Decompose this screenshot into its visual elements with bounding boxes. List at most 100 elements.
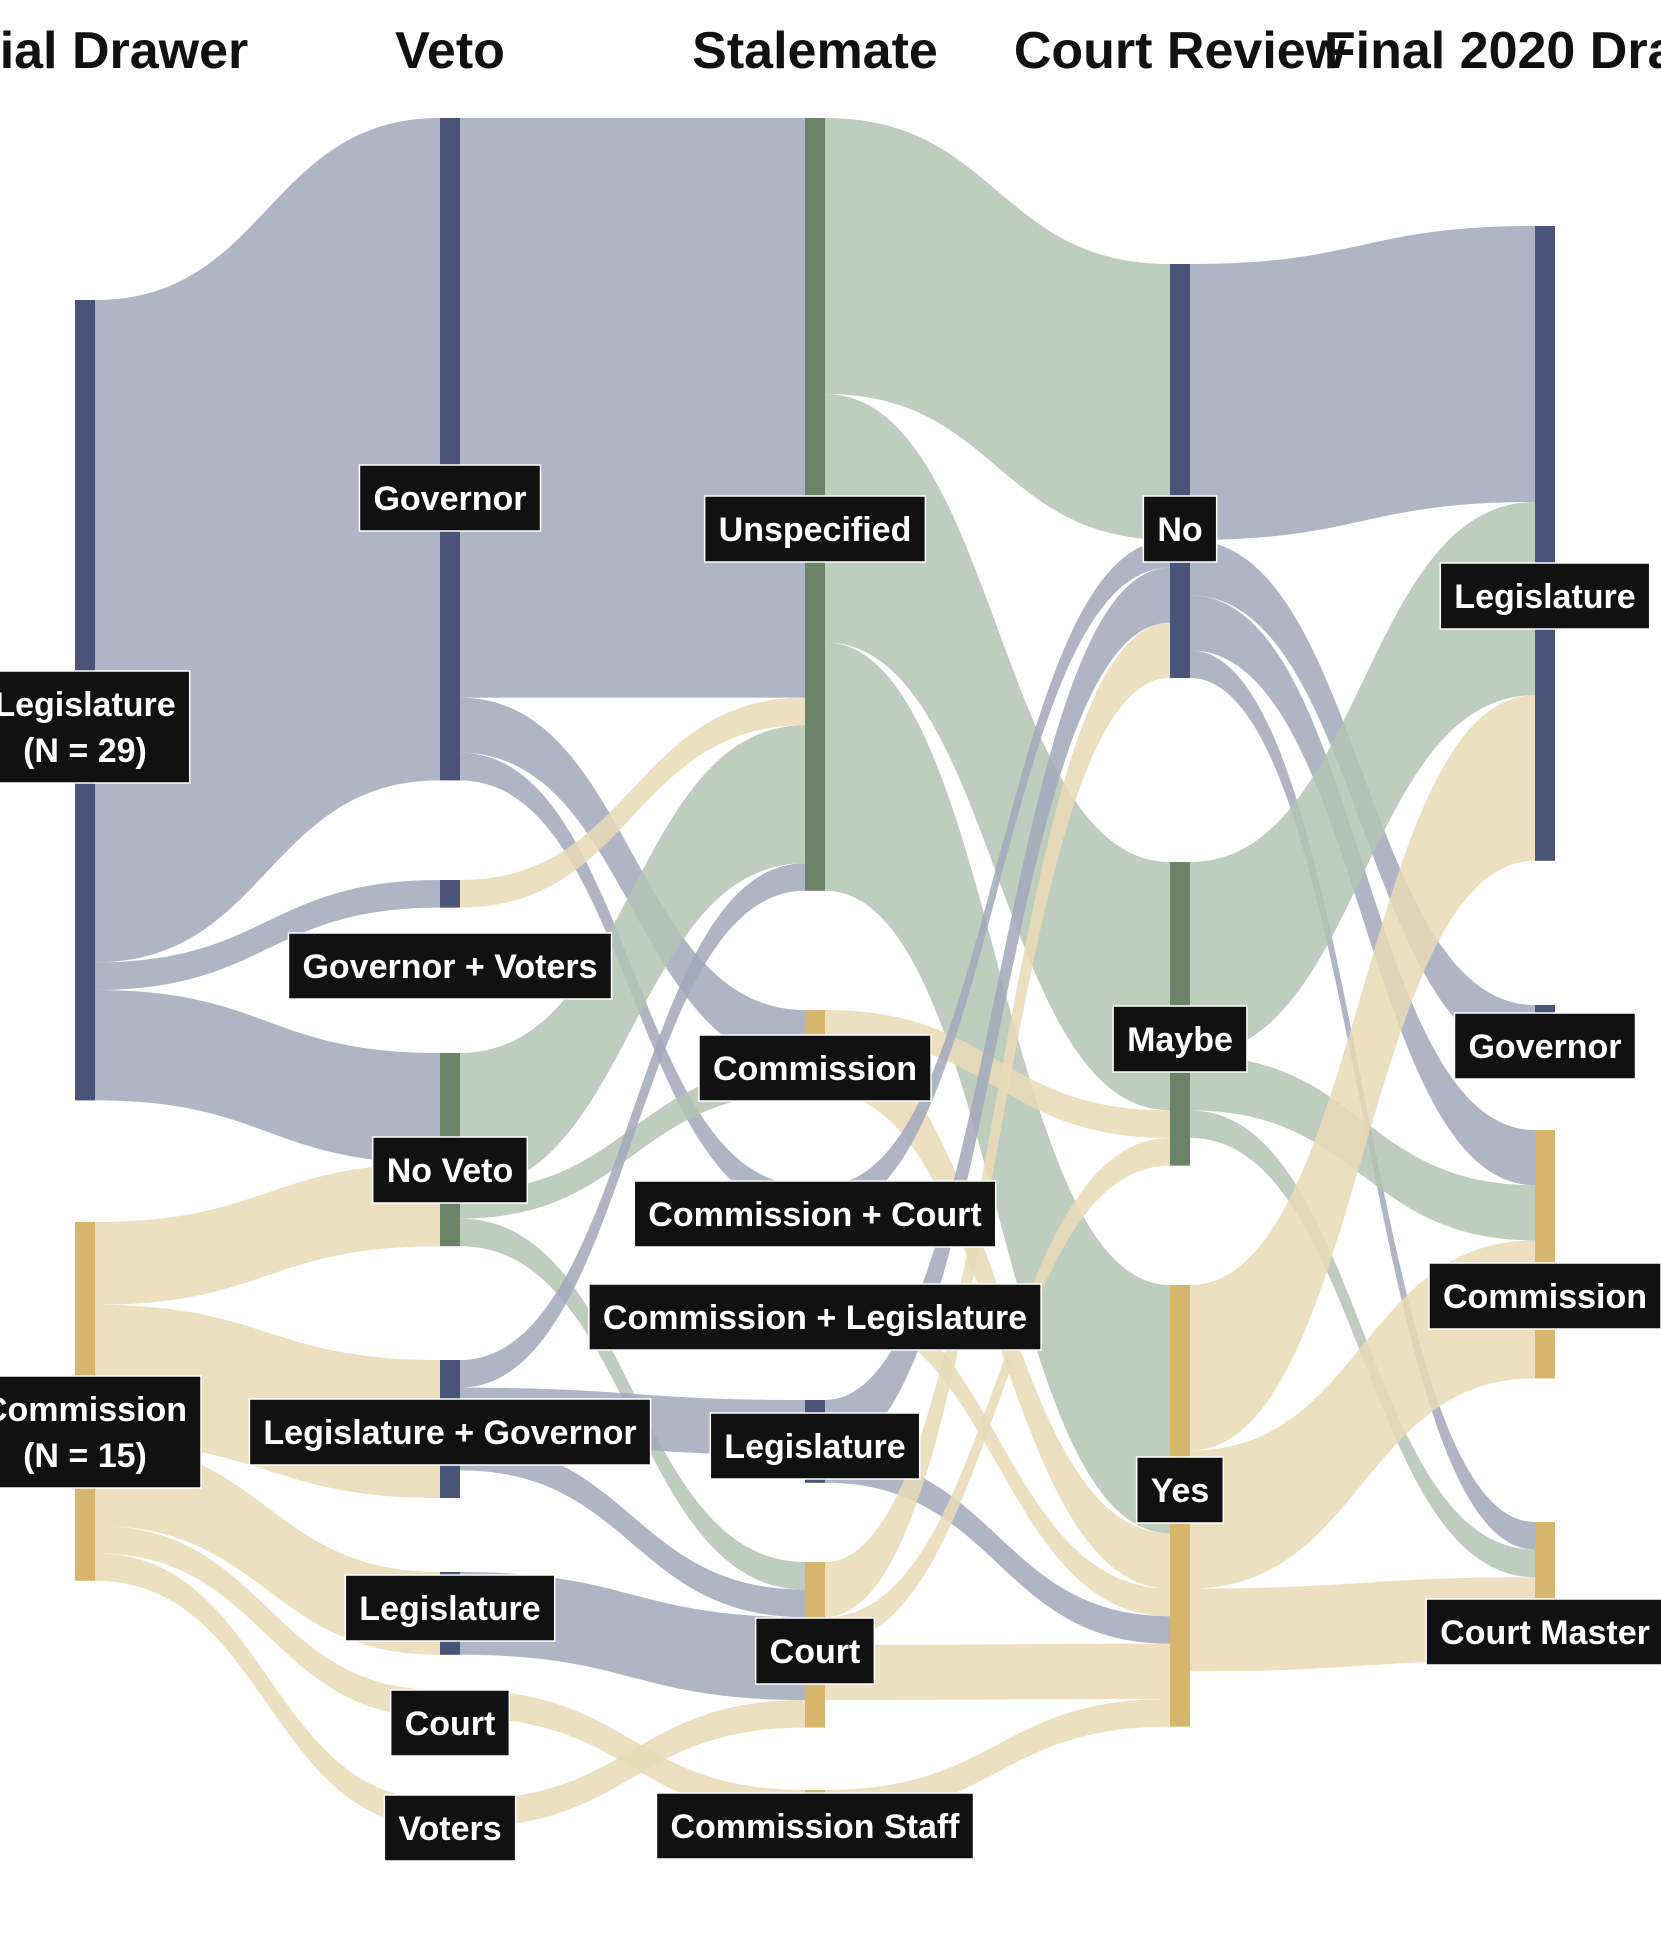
flow-cr_maybe-to-f_leg [1190, 502, 1535, 1056]
node-label-st_comcourt: Commission + Court [633, 1180, 997, 1248]
flow-st_unspec-to-cr_yes [825, 642, 1170, 1534]
node-label-box [1428, 1262, 1661, 1330]
flow-cr_yes-to-f_leg [1190, 695, 1535, 1451]
flow-st_unspec-to-cr_no [825, 118, 1170, 540]
flow-init_leg-to-veto_govvot [95, 880, 440, 990]
node-label-text: Commission Staff [670, 1808, 960, 1846]
node-label-text: Legislature [1454, 578, 1635, 616]
node-label-box [389, 1689, 511, 1757]
node-label-box [698, 1034, 932, 1102]
node-label-text: Commission [713, 1050, 917, 1088]
node-label-box [655, 1792, 975, 1860]
flow-cr_no-to-f_com [1190, 595, 1535, 1186]
node-label-text: Legislature [724, 1428, 905, 1466]
flow-st_comcourt-to-cr_no [825, 540, 1170, 1213]
node-label-box [371, 1136, 529, 1204]
node-label-box [1439, 562, 1651, 630]
flow-st_comleg-to-cr_yes [825, 1286, 1170, 1617]
node-label-f_leg: Legislature [1439, 562, 1651, 630]
flow-veto_govvot-to-st_unspec [460, 697, 805, 908]
node-label-box [287, 932, 613, 1000]
node-label-box [709, 1412, 921, 1480]
node-label-box [1453, 1012, 1637, 1080]
flow-st_court-to-cr_maybe [825, 1138, 1170, 1645]
node-label-text: Court Master [1440, 1614, 1650, 1652]
node-label-box [1135, 1456, 1225, 1524]
flow-veto_voters-to-st_court [460, 1700, 805, 1828]
node-label-text: Governor [1468, 1028, 1621, 1066]
flow-veto_leggov-to-st_unspec [460, 863, 805, 1388]
node-label-box [588, 1283, 1042, 1351]
node-label-box [1425, 1598, 1661, 1666]
node-label-text: Court [405, 1705, 496, 1743]
flow-st_court-to-cr_no [825, 622, 1170, 1618]
flow-st_court-to-cr_yes [825, 1643, 1170, 1700]
node-label-text: No Veto [387, 1152, 514, 1190]
stage-title: Initial Drawer [0, 22, 248, 80]
node-label-st_comleg: Commission + Legislature [588, 1283, 1042, 1351]
node-label-cr_yes: Yes [1135, 1456, 1225, 1524]
node-label-veto_court: Court [389, 1689, 511, 1757]
node-label-text: No [1157, 511, 1202, 549]
flow-veto_gov-to-st_unspec [460, 118, 805, 698]
node-label-text: Yes [1151, 1472, 1210, 1510]
stage-title: Veto [395, 22, 505, 80]
node-label-veto_govvot: Governor + Voters [287, 932, 613, 1000]
node-label-text: Voters [398, 1810, 501, 1848]
flow-veto_leggov-to-st_court [460, 1442, 805, 1618]
node-bar-f_com [1535, 1130, 1555, 1379]
node-label-st_com: Commission [698, 1034, 932, 1102]
node-label-box [754, 1617, 876, 1685]
node-label-box [248, 1398, 652, 1466]
node-label-box [1142, 495, 1218, 563]
node-label-st_leg: Legislature [709, 1412, 921, 1480]
flow-veto_none-to-st_unspec [460, 725, 805, 1191]
flow-cr_maybe-to-f_cm [1190, 1110, 1535, 1578]
node-bar-cr_no [1170, 264, 1190, 678]
flow-veto_gov-to-st_com [460, 697, 805, 1066]
node-label-veto_gov: Governor [358, 464, 542, 532]
node-label-box [344, 1574, 556, 1642]
node-label-veto_none: No Veto [371, 1136, 529, 1204]
flow-init_leg-to-veto_gov [95, 118, 440, 963]
node-label-text: Commission + Court [648, 1196, 981, 1234]
node-label-f_gov: Governor [1453, 1012, 1637, 1080]
flow-veto_none-to-st_com [460, 1065, 805, 1219]
node-label-init_com: Commission (N = 15) [0, 1375, 202, 1489]
node-label-text: (N = 15) [23, 1437, 147, 1475]
flow-init_com-to-veto_court [95, 1525, 440, 1718]
node-label-text: Unspecified [719, 511, 912, 549]
flow-st_comstaff-to-cr_yes [825, 1699, 1170, 1818]
node-labels: Legislature (N = 29) Commission (N = 15) Gov… [0, 464, 1661, 1862]
node-bar-veto_govvot [440, 880, 460, 908]
node-label-f_com: Commission [1428, 1262, 1661, 1330]
node-label-text: Legislature + Governor [263, 1414, 636, 1452]
stage-title: Court Review [1014, 22, 1347, 80]
flow-st_leg-to-cr_yes [825, 1455, 1170, 1644]
stage-title: Final 2020 Drawer [1324, 22, 1661, 80]
node-label-box [703, 495, 927, 563]
node-label-text: Commission [1443, 1278, 1647, 1316]
node-label-text: (N = 29) [23, 732, 147, 770]
node-label-text: Governor + Voters [302, 948, 597, 986]
flow-cr_no-to-f_leg [1190, 226, 1535, 540]
node-label-text: Commission [0, 1391, 187, 1429]
node-label-text: Governor [373, 480, 526, 518]
node-label-veto_leg: Legislature [344, 1574, 556, 1642]
node-label-st_unspec: Unspecified [703, 495, 927, 563]
node-label-veto_voters: Voters [383, 1794, 517, 1862]
node-label-text: Maybe [1127, 1021, 1233, 1059]
flow-init_com-to-veto_voters [95, 1553, 440, 1828]
node-label-text: Court [770, 1633, 861, 1671]
node-label-box [383, 1794, 517, 1862]
flow-st_leg-to-cr_no [825, 567, 1170, 1456]
node-label-box [0, 670, 191, 784]
node-label-f_cm: Court Master [1425, 1598, 1661, 1666]
node-label-box [633, 1180, 997, 1248]
node-label-veto_leggov: Legislature + Governor [248, 1398, 652, 1466]
flow-st_unspec-to-cr_maybe [825, 394, 1170, 1111]
flow-init_leg-to-veto_none [95, 990, 440, 1164]
node-label-cr_maybe: Maybe [1112, 1005, 1248, 1073]
node-label-text: Commission + Legislature [603, 1299, 1027, 1337]
